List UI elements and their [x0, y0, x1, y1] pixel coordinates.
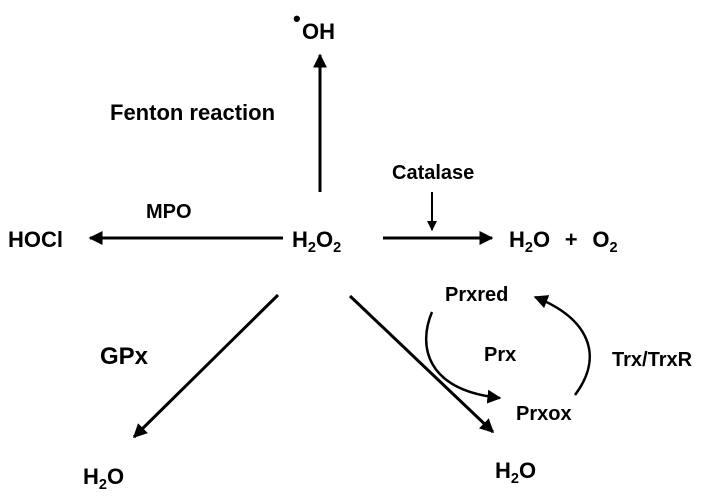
hydroxyl-radical-text: OH: [302, 19, 335, 44]
gpx-label: GPx: [100, 343, 149, 370]
trx-regeneration-curve: [533, 295, 591, 396]
fenton-label: Fenton reaction: [110, 100, 276, 125]
hydroxyl-radical: OH: [302, 21, 335, 43]
prxred-node: Prxred: [445, 284, 509, 306]
trx-trxr-label: Trx/TrxR: [612, 349, 693, 371]
gpx-arrow: [132, 293, 280, 439]
prxox-node: Prxox: [516, 403, 572, 425]
mpo-label: MPO: [146, 201, 192, 223]
h2o-left-node: H2O: [83, 464, 125, 494]
prx-label: Prx: [484, 344, 517, 366]
h2o-o2-product: H2O + O2: [509, 227, 618, 257]
prxred-to-prxox-curve: [424, 311, 502, 404]
hocl-node: HOCl: [8, 227, 63, 252]
hydroxyl-radical-dot: •: [293, 6, 301, 31]
h2o-right-node: H2O: [495, 458, 537, 488]
prx-arrow: [348, 294, 495, 434]
h2o2-node: H2O2: [292, 227, 342, 257]
catalase-label: Catalase: [392, 162, 475, 184]
